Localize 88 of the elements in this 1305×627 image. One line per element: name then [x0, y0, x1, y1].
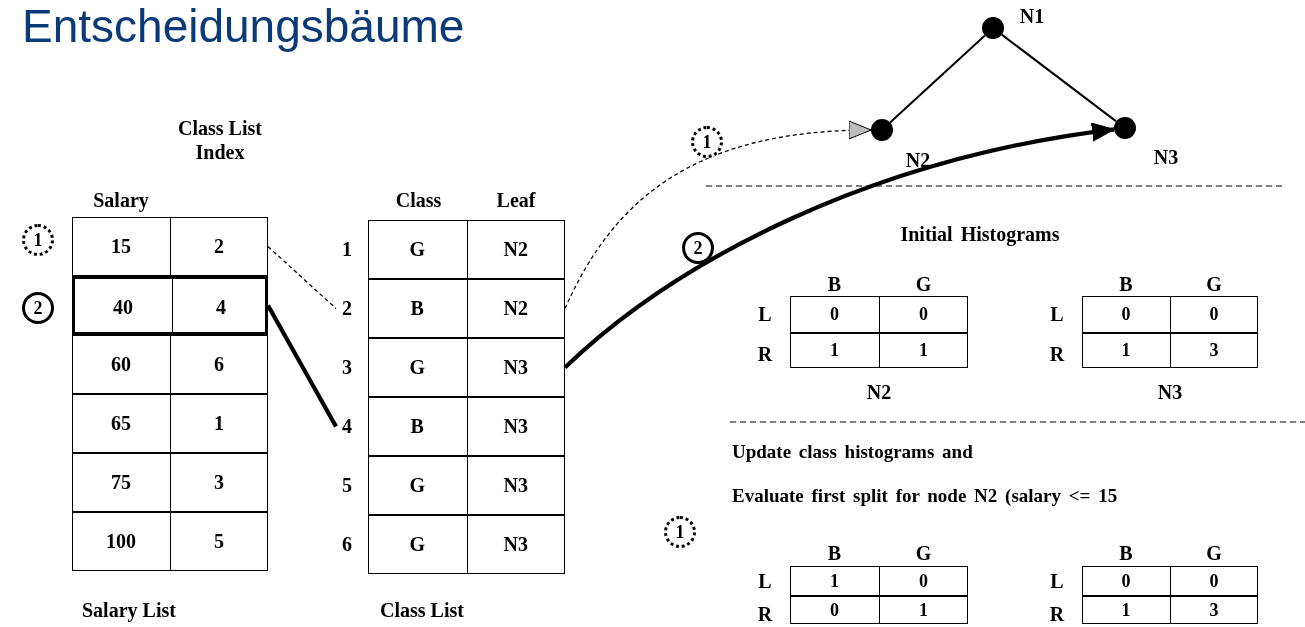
- arrow: [563, 123, 1115, 370]
- count-value: 1: [918, 339, 929, 362]
- count-value: 0: [1120, 303, 1132, 326]
- class-header: B: [1118, 272, 1134, 296]
- row-header: R: [1048, 601, 1066, 626]
- index-value: 4: [215, 294, 227, 319]
- class-header: G: [1205, 272, 1223, 296]
- slide-title: Entscheidungsbäume: [22, 0, 465, 52]
- step-number: 1: [22, 224, 54, 256]
- salary-value: 60: [110, 351, 132, 376]
- count-value: 0: [918, 569, 929, 593]
- salary-value: 100: [105, 528, 137, 553]
- count-value: 1: [829, 569, 840, 593]
- index-value: 1: [213, 410, 225, 435]
- count-value: 1: [918, 598, 929, 622]
- node-label: N2: [904, 148, 932, 172]
- salary-value: 65: [110, 410, 132, 435]
- connector-line: [267, 245, 337, 310]
- note-text: Update class histograms and: [732, 440, 974, 464]
- class-value: G: [408, 354, 427, 379]
- row-number: 4: [341, 414, 353, 438]
- row-header: R: [1048, 342, 1066, 366]
- connector-line: [889, 34, 986, 124]
- leaf-value: N3: [502, 472, 529, 497]
- count-value: 0: [829, 303, 840, 326]
- connector-line: [266, 304, 338, 428]
- count-value: 3: [1208, 339, 1220, 362]
- count-value: 0: [918, 303, 929, 326]
- histogram-caption: N2: [865, 380, 893, 405]
- index-value: 3: [213, 469, 225, 494]
- section-heading: Initial Histograms: [899, 222, 1061, 248]
- column-header: Class: [394, 188, 443, 212]
- arrow: [564, 121, 872, 310]
- class-header: B: [1118, 541, 1134, 565]
- class-header: G: [914, 541, 933, 565]
- class-header: G: [1205, 541, 1223, 565]
- count-value: 3: [1208, 598, 1220, 622]
- leaf-value: N3: [502, 531, 529, 556]
- row-number: 5: [341, 473, 353, 497]
- step-number: 1: [691, 126, 723, 158]
- count-value: 1: [829, 339, 840, 362]
- index-value: 5: [213, 528, 225, 553]
- step-number: 2: [682, 232, 714, 264]
- salary-value: 15: [110, 233, 132, 258]
- row-number: 3: [341, 355, 353, 379]
- row-number: 2: [341, 296, 353, 320]
- count-value: 0: [829, 598, 840, 622]
- leaf-value: N3: [502, 354, 529, 379]
- row-header: L: [1049, 302, 1065, 326]
- column-header: Class List Index: [178, 116, 262, 165]
- connector-line: [1000, 33, 1118, 123]
- salary-value: 40: [112, 294, 134, 319]
- salary-value: 75: [110, 469, 132, 494]
- histogram-caption: N3: [1156, 380, 1184, 405]
- count-value: 1: [1120, 598, 1132, 622]
- column-header: Leaf: [495, 188, 537, 212]
- row-number: 1: [341, 237, 353, 261]
- row-header: L: [757, 568, 773, 593]
- leaf-value: N3: [502, 413, 529, 438]
- index-value: 2: [213, 233, 225, 258]
- class-header: B: [826, 272, 843, 296]
- count-value: 1: [1120, 339, 1132, 362]
- table-caption: Class List: [379, 598, 465, 623]
- count-value: 0: [1208, 569, 1220, 593]
- count-value: 0: [1120, 569, 1132, 593]
- class-value: G: [408, 472, 427, 497]
- node-label: N1: [1018, 4, 1046, 28]
- class-header: B: [826, 541, 843, 565]
- column-header: Salary: [92, 188, 150, 212]
- row-header: R: [756, 601, 774, 626]
- step-number: 2: [22, 292, 54, 324]
- count-value: 0: [1208, 303, 1220, 326]
- row-header: L: [757, 302, 773, 326]
- class-value: B: [409, 413, 425, 438]
- class-value: B: [409, 295, 425, 320]
- step-number: 1: [664, 516, 696, 548]
- class-header: G: [914, 272, 933, 296]
- index-value: 6: [213, 351, 225, 376]
- leaf-value: N2: [502, 236, 529, 261]
- row-number: 6: [341, 532, 353, 556]
- table-caption: Salary List: [81, 598, 177, 624]
- row-header: L: [1049, 568, 1065, 593]
- class-value: G: [408, 531, 427, 556]
- node-label: N3: [1152, 145, 1180, 169]
- class-value: G: [408, 236, 427, 261]
- row-header: R: [756, 342, 774, 366]
- leaf-value: N2: [502, 295, 529, 320]
- note-text: Evaluate first split for node N2 (salary <= 15: [732, 484, 1119, 508]
